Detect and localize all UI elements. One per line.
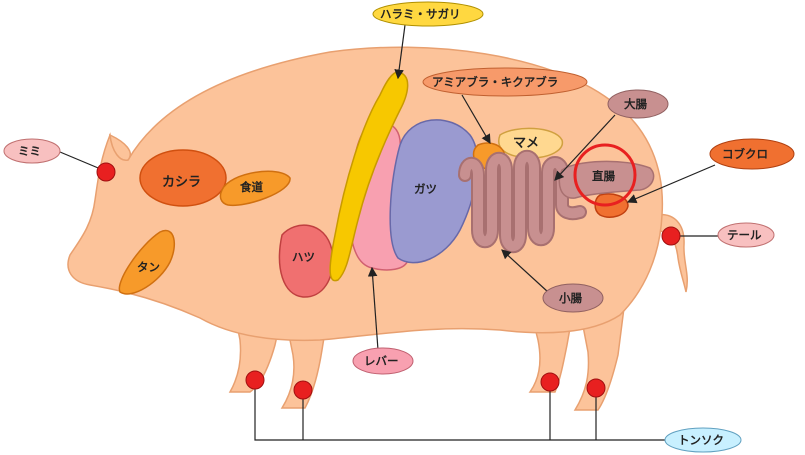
svg-text:レバー: レバー [364, 354, 399, 368]
teru-dot [661, 226, 681, 246]
svg-text:ハラミ・サガリ: ハラミ・サガリ [380, 7, 461, 21]
kobukuro-leader [626, 164, 716, 204]
svg-text:小腸: 小腸 [558, 291, 582, 305]
shokudo-organ [219, 170, 291, 207]
small-intestine-fill [460, 151, 585, 252]
mimi-leader [59, 151, 104, 171]
mimi-dot [96, 162, 116, 182]
svg-text:大腸: 大腸 [624, 97, 647, 111]
amiabura-callout: アミアブラ・キクアブラ [422, 67, 588, 97]
hatsu-organ [278, 224, 334, 298]
amiabura-leader [461, 94, 491, 145]
kashira-label: カシラ [162, 175, 201, 190]
reba-callout: レバー [352, 347, 414, 375]
red-dots [96, 162, 681, 400]
tonsoku-callout: トンソク [664, 427, 742, 453]
mame-organ [498, 127, 564, 159]
organs [118, 71, 655, 298]
highlight-circle [573, 143, 637, 207]
tan-label: タン [137, 260, 160, 274]
reba-leader [367, 266, 379, 351]
tonsoku-dot-3 [540, 372, 560, 392]
harami-leader [394, 24, 406, 80]
kashira-organ [139, 149, 227, 207]
pig-ear [109, 133, 131, 161]
kobukuro-callout: コブクロ [709, 138, 795, 170]
svg-text:テール: テール [727, 228, 762, 242]
svg-text:コブクロ: コブクロ [722, 147, 768, 161]
shokudo-label: 食道 [240, 180, 263, 194]
shocho-leader [501, 249, 549, 293]
callouts: ミミ ハラミ・サガリ アミアブラ・キクアブラ 大腸 コブクロ テール 小腸 レ [3, 1, 795, 453]
daicho-leader [554, 114, 616, 181]
hatsu-label: ハツ [292, 250, 315, 264]
tonsoku-leader [254, 380, 665, 441]
svg-text:アミアブラ・キクアブラ: アミアブラ・キクアブラ [432, 75, 558, 89]
gatsu-organ [389, 119, 479, 264]
svg-text:トンソク: トンソク [678, 433, 724, 447]
teru-callout: テール [717, 222, 775, 248]
svg-text:ミミ: ミミ [18, 144, 41, 158]
mimi-callout: ミミ [3, 138, 61, 164]
shocho-callout: 小腸 [542, 283, 604, 313]
tonsoku-dot-1 [245, 370, 265, 390]
harami-callout: ハラミ・サガリ [372, 1, 484, 27]
leader-lines [59, 24, 720, 441]
organ-labels: カシラ 食道 タン ハツ ガツ マメ 直腸 [137, 136, 615, 274]
mame-label: マメ [513, 136, 539, 151]
chokucho-label: 直腸 [592, 169, 615, 183]
tonsoku-dot-2 [293, 380, 313, 400]
gatsu-label: ガツ [414, 182, 437, 196]
daicho-callout: 大腸 [607, 89, 669, 119]
tonsoku-dot-4 [586, 378, 606, 398]
harami-organ [329, 71, 409, 282]
tan-organ [118, 229, 176, 295]
